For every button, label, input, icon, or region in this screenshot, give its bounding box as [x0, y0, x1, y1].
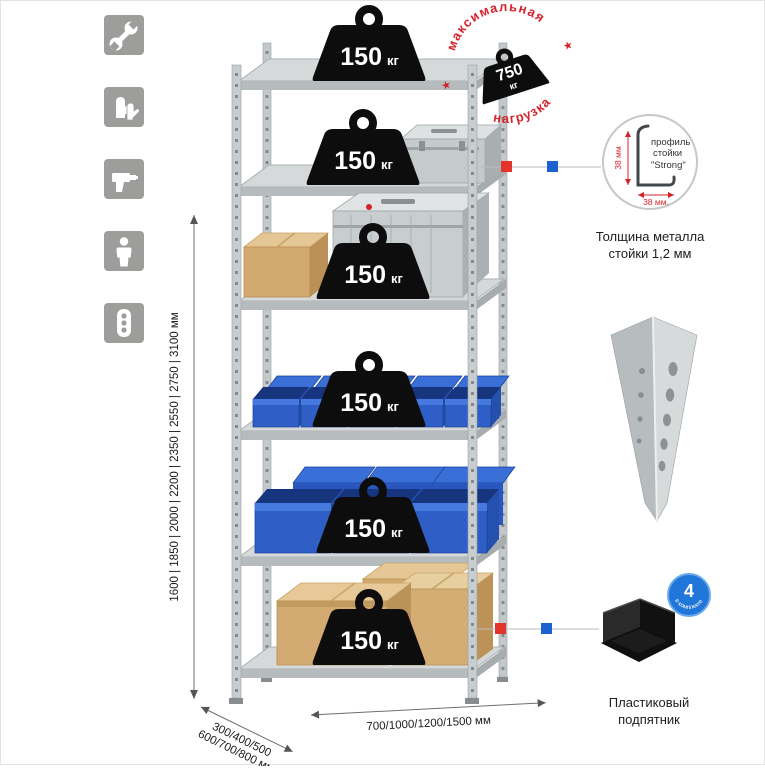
kit-count-badge: 4 в комплекте: [667, 573, 711, 617]
width-dimension: 700/1000/1200/1500 мм: [310, 699, 546, 734]
stamp-weight-unit: кг: [508, 79, 519, 91]
wrench-icon: [104, 15, 144, 55]
weight-value: 150: [340, 627, 382, 655]
star-icon: ★: [562, 39, 575, 54]
front-posts: [229, 64, 479, 704]
weight-badge: 150 кг: [317, 481, 430, 553]
weight-unit: кг: [387, 53, 400, 68]
profile-label: стойки: [653, 148, 682, 159]
drill-icon: [104, 159, 144, 199]
width-dimension-label: 700/1000/1200/1500 мм: [366, 715, 491, 734]
weight-badge: 150 кг: [313, 355, 426, 427]
profile-caption: стойки 1,2 мм: [609, 246, 692, 261]
height-dimension: 1600 | 1850 | 2000 | 2200 | 2350 | 2550 …: [169, 215, 198, 699]
stamp-weight-icon: 750 кг: [469, 41, 549, 105]
profile-dim-side: 38 мм: [613, 146, 623, 170]
stamp-arc-top-label: максимальная: [434, 1, 551, 56]
star-icon: ★: [440, 78, 453, 93]
profile-detail: 38 мм 38 мм. профиль стойки "Strong" Тол…: [596, 114, 705, 261]
weight-value: 150: [340, 43, 382, 71]
gloves-icon: [104, 87, 144, 127]
power-strip-icon: [104, 303, 144, 343]
weight-value: 150: [340, 389, 382, 417]
weight-value: 150: [344, 515, 386, 543]
callout-marker-blue: [547, 161, 558, 172]
person-icon: [104, 231, 144, 271]
foot-caption: подпятник: [618, 712, 680, 727]
shelf-unit: 150 кг 150 кг: [229, 9, 516, 704]
weight-badge: 150 кг: [313, 593, 426, 665]
callout-marker-blue: [541, 623, 552, 634]
weight-value: 150: [344, 261, 386, 289]
weight-badge: 150 кг: [317, 227, 430, 299]
weight-unit: кг: [387, 399, 400, 414]
weight-unit: кг: [391, 525, 404, 540]
kit-count-number: 4: [684, 581, 694, 601]
cardboard-box: [242, 232, 330, 298]
height-dimension-label: 1600 | 1850 | 2000 | 2200 | 2350 | 2550 …: [169, 312, 181, 601]
weight-badge: 150 кг: [307, 113, 420, 185]
foot-caption: Пластиковый: [609, 695, 689, 710]
callout-marker-red: [501, 161, 512, 172]
profile-dim-bottom: 38 мм.: [643, 197, 669, 207]
weight-unit: кг: [387, 637, 400, 652]
profile-label: профиль: [651, 137, 690, 148]
profile-callout: [481, 161, 601, 172]
back-posts: [261, 42, 508, 682]
weight-unit: кг: [391, 271, 404, 286]
weight-unit: кг: [381, 157, 394, 172]
foot-detail: 4 в комплекте Пластиковый подпятник: [601, 573, 711, 727]
callout-marker-red: [495, 623, 506, 634]
feature-icons: [104, 15, 144, 343]
corner-post-detail: [610, 316, 698, 523]
profile-label: "Strong": [651, 160, 686, 171]
depth-dimension: 300/400/500 600/700/800 мм: [196, 706, 293, 771]
weight-badge: 150 кг: [313, 9, 426, 81]
weight-value: 150: [334, 147, 376, 175]
profile-caption: Толщина металла: [596, 229, 705, 244]
foot-callout: [471, 623, 599, 634]
profile-cross-section: [636, 124, 676, 187]
